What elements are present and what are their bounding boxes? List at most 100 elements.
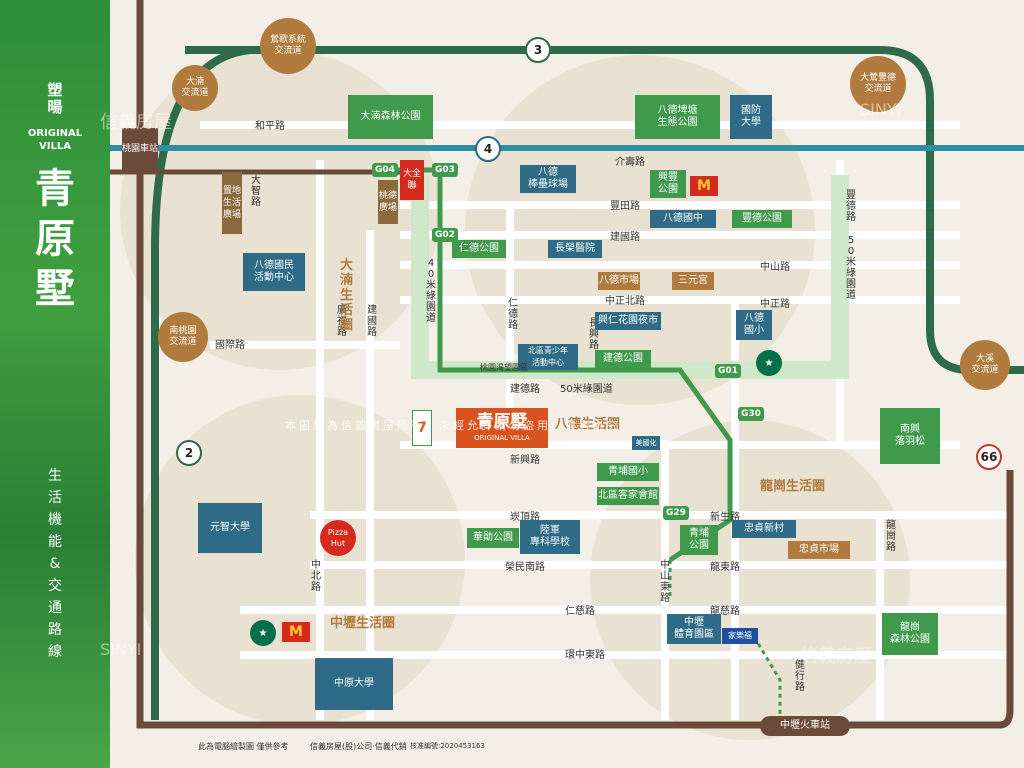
pxmart-icon: 大全聯 (400, 160, 424, 200)
road-zhongbei: 中北路 (311, 560, 321, 593)
poi-north-hakka: 北區客家會館 (597, 487, 659, 505)
poi-guomin-center: 八德國民活動中心 (243, 253, 305, 291)
poi-changrong: 長榮醫院 (548, 240, 602, 258)
poi-bade-market: 八德市場 (598, 272, 640, 290)
highway-3-badge: 3 (525, 37, 551, 63)
poi-sanyuan: 三元宮 (672, 272, 714, 290)
zone-zhongli-life: 中壢生活圈 (330, 616, 396, 631)
poi-qingpu-es: 青埔國小 (597, 463, 659, 481)
poi-bade-baseball: 八德棒壘球場 (520, 165, 576, 193)
footer-license: 核准編號:2020453163 (410, 742, 485, 750)
mrt-g04: G04 (372, 163, 398, 177)
road-guoji: 國際路 (215, 340, 245, 351)
mrt-g03: G03 (432, 163, 458, 177)
sidebar-brand-panel: 塑暘 ORIGINAL VILLA 青 原 墅 生活機能&交通路線 (0, 0, 110, 768)
road-guangfu: 廣福路 (337, 305, 347, 338)
interchange-bade-feng: 大鶯豐德交流道 (850, 56, 906, 112)
starbucks-icon-2: ★ (250, 620, 276, 646)
road-longdong: 龍東路 (710, 562, 740, 573)
road-xinsheng: 新生路 (710, 512, 740, 523)
poi-fengde-park: 豐德公園 (732, 210, 792, 228)
road-zhongshan-e: 中山東路 (660, 560, 670, 604)
brand-subtitle: 生活機能&交通路線 (48, 468, 62, 660)
poi-bade-es: 八德國小 (736, 310, 772, 340)
highway-2-badge: 2 (176, 440, 202, 466)
interchange-dazhu: 大湳交流道 (172, 65, 218, 111)
poi-xingren: 興仁花園夜市 (595, 312, 661, 330)
road-kanding: 崁頂路 (510, 512, 540, 523)
road-40m: 40米綠園道 (426, 258, 436, 324)
brand-title-3: 墅 (35, 265, 75, 312)
poi-huayuan: 華勛公園 (467, 528, 519, 548)
mrt-g29: G29 (663, 506, 689, 520)
road-zhongzheng: 中正路 (760, 299, 790, 310)
watermark-sinyi-1: 信義房屋 (100, 112, 172, 133)
poi-longgang-park: 龍崗森林公園 (882, 613, 938, 655)
road-heping: 和平路 (255, 121, 285, 132)
railway-line (136, 0, 1014, 729)
zone-longgang-life: 龍崗生活圈 (760, 479, 826, 494)
poi-guofang: 國防大學 (730, 95, 772, 139)
station-zhongli: 中壢火車站 (760, 716, 850, 736)
zone-circle-bade (465, 55, 815, 405)
road-jiande: 建德路 (510, 384, 540, 395)
area-map: 鶯歌系統交流道 大湳交流道 南桃園交流道 大鶯豐德交流道 大溪交流道 3 4 2… (100, 0, 1024, 768)
poi-qingpu-park: 青埔公園 (680, 525, 718, 555)
poi-renyi-park: 仁德公園 (452, 240, 506, 258)
road-renci: 仁慈路 (565, 606, 595, 617)
zone-dazhu-life: 大湳生活圈 (340, 258, 354, 333)
poi-zhongzhen-market: 忠貞市場 (788, 541, 850, 559)
carrefour-icon: 家樂福 (722, 628, 758, 644)
poi-dazhu-park: 大湳森林公園 (348, 95, 433, 139)
mcdonalds-icon: M (690, 176, 718, 196)
zone-bade-life: 八德生活圈 (555, 417, 621, 432)
road-longgang: 龍崗路 (886, 520, 896, 553)
poi-taoyuan-gate: 桃德廣場 (378, 180, 398, 224)
store-icon: 美國化 (632, 436, 660, 450)
project-marker[interactable]: 青原墅 ORIGINAL VILLA (456, 408, 548, 448)
watermark-notice: 本圖片為信義房屋所有，未經允許請勿盜用，違者必究 (285, 419, 621, 432)
mrt-g01: G01 (715, 364, 741, 378)
starbucks-icon: ★ (756, 350, 782, 376)
map-base-svg (110, 0, 1024, 740)
brand-en-line1: ORIGINAL (27, 128, 83, 139)
road-huanzhong-e: 環中東路 (565, 650, 605, 661)
poi-army-school: 陸軍專科學校 (520, 520, 580, 554)
mrt-g30: G30 (738, 407, 764, 421)
highway-2 (151, 46, 251, 720)
poi-taoyuan-ind: 桃園渴望園區 (480, 363, 528, 372)
poi-nanxing: 南興落羽松 (880, 408, 940, 464)
brand-small-title: 塑暘 (47, 81, 63, 116)
brand-title-1: 青 (35, 165, 75, 212)
poi-youth-center: 北區青少年活動中心 (518, 344, 578, 370)
road-changxing: 長興路 (589, 318, 599, 351)
interchange-south-taoyuan: 南桃園交流道 (158, 312, 208, 362)
road-jianxing: 健行路 (795, 660, 805, 693)
interchange-daxi: 大溪交流道 (960, 340, 1010, 390)
road-xinxing: 新興路 (510, 455, 540, 466)
zone-circle-longgang (590, 420, 910, 740)
poi-sports-park: 中壢體育園區 (667, 614, 721, 644)
footer-note: 此為電腦繪製圖 僅供參考 (198, 742, 289, 751)
road-jiansheng: 建國路 (367, 305, 377, 338)
zone-circle-zhongli (135, 395, 465, 725)
poi-yuanzhi: 元智大學 (198, 503, 262, 553)
station-taoyuan: 桃園車站 (122, 128, 158, 170)
mcdonalds-icon-2: M (282, 622, 310, 642)
pizza-hut-icon: Pizza Hut (320, 520, 356, 556)
brand-title-2: 原 (35, 215, 75, 262)
highway-66-badge: 66 (976, 444, 1002, 470)
watermark-en-2: SINYI (100, 640, 142, 659)
brand-en-line2: VILLA (39, 141, 71, 152)
footer-agent: 信義房屋(股)公司‧信義代銷 (310, 742, 407, 751)
seven-eleven-icon: 7 (412, 410, 432, 446)
highway-3 (185, 46, 1024, 374)
road-dazhi: 大智路 (251, 175, 261, 208)
road-jianguo: 建國路 (610, 232, 640, 243)
project-name: 青原墅 (476, 412, 528, 432)
watermark-en-1: SINYI (860, 100, 902, 119)
poi-xingfeng: 興豐公園 (650, 170, 686, 198)
poi-sunny-gate: 置地生活廣場 (222, 172, 242, 234)
poi-jiande-park: 建德公園 (595, 350, 651, 368)
watermark-sinyi-2: 信義房屋 (800, 646, 872, 667)
